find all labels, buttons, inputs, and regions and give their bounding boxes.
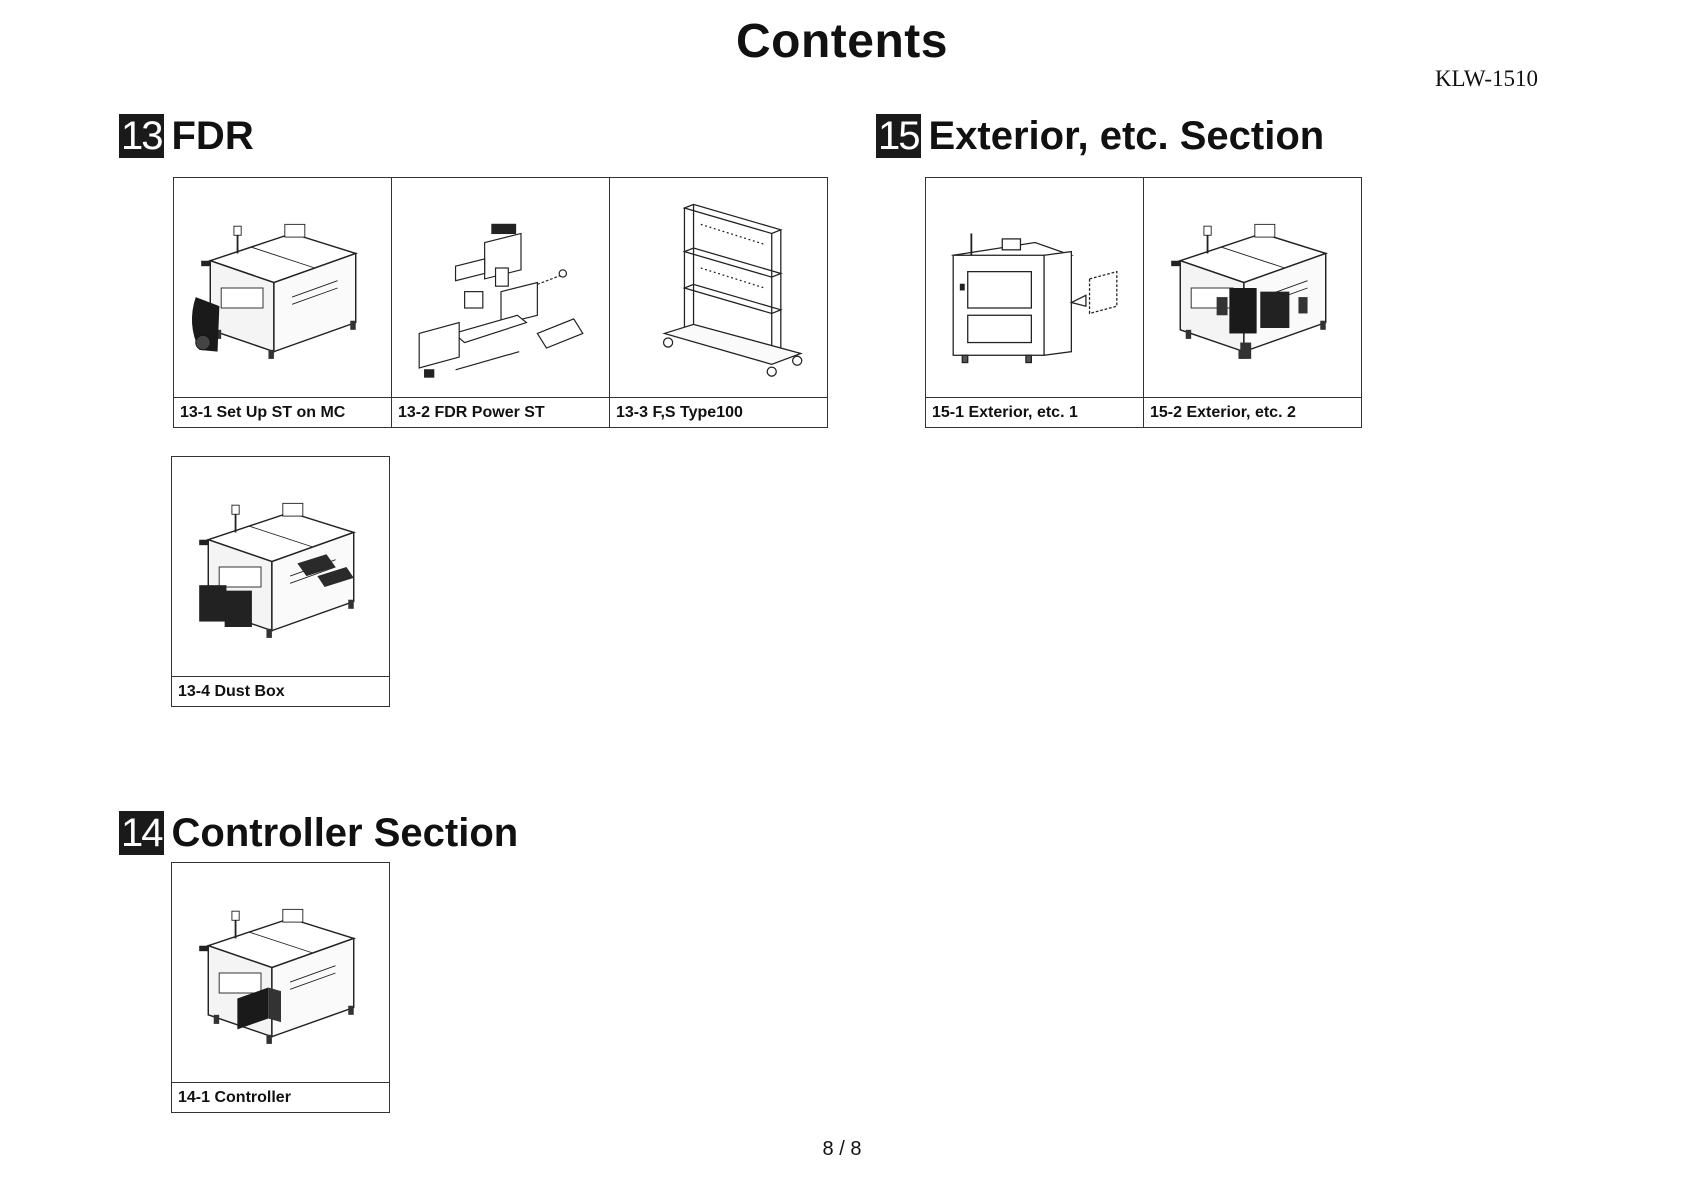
card-caption: 13-3 F,S Type100: [610, 397, 827, 427]
page-number: 8 / 8: [0, 1138, 1684, 1161]
card-15-1[interactable]: 15-1 Exterior, etc. 1: [926, 178, 1143, 427]
section-number-badge: 14: [119, 811, 164, 855]
machine-setup-station-icon: [174, 178, 391, 397]
card-13-3[interactable]: 13-3 F,S Type100: [609, 178, 827, 427]
card-13-4[interactable]: 13-4 Dust Box: [172, 457, 389, 706]
section-13-heading: 13 FDR: [119, 114, 254, 158]
card-15-2[interactable]: 15-2 Exterior, etc. 2: [1143, 178, 1361, 427]
card-caption: 14-1 Controller: [172, 1082, 389, 1112]
section-number-badge: 15: [876, 114, 921, 158]
card-caption: 15-1 Exterior, etc. 1: [926, 397, 1143, 427]
section-15-heading: 15 Exterior, etc. Section: [876, 114, 1324, 158]
card-caption: 15-2 Exterior, etc. 2: [1144, 397, 1361, 427]
card-13-1[interactable]: 13-1 Set Up ST on MC: [174, 178, 391, 427]
exterior-card-row: 15-1 Exterior, etc. 1 15-2 Exterior, etc…: [925, 177, 1362, 428]
section-title: Controller Section: [172, 811, 519, 855]
section-14-heading: 14 Controller Section: [119, 811, 518, 855]
card-13-2[interactable]: 13-2 FDR Power ST: [391, 178, 609, 427]
machine-controller-icon: [172, 863, 389, 1082]
page-title: Contents: [0, 14, 1684, 69]
controller-card-row: 14-1 Controller: [171, 862, 390, 1113]
section-title: Exterior, etc. Section: [929, 114, 1325, 158]
fdr-card-row: 13-1 Set Up ST on MC 13-2 FDR Power ST: [173, 177, 828, 428]
card-caption: 13-1 Set Up ST on MC: [174, 397, 391, 427]
card-14-1[interactable]: 14-1 Controller: [172, 863, 389, 1112]
feeder-stand-cart-icon: [610, 178, 827, 397]
exploded-power-station-icon: [392, 178, 609, 397]
document-code: KLW-1510: [1435, 66, 1538, 92]
machine-dust-box-icon: [172, 457, 389, 676]
machine-exterior-covers-icon: [1144, 178, 1361, 397]
machine-front-exterior-icon: [926, 178, 1143, 397]
section-title: FDR: [172, 114, 254, 158]
fdr-card-row-2: 13-4 Dust Box: [171, 456, 390, 707]
section-number-badge: 13: [119, 114, 164, 158]
card-caption: 13-2 FDR Power ST: [392, 397, 609, 427]
card-caption: 13-4 Dust Box: [172, 676, 389, 706]
